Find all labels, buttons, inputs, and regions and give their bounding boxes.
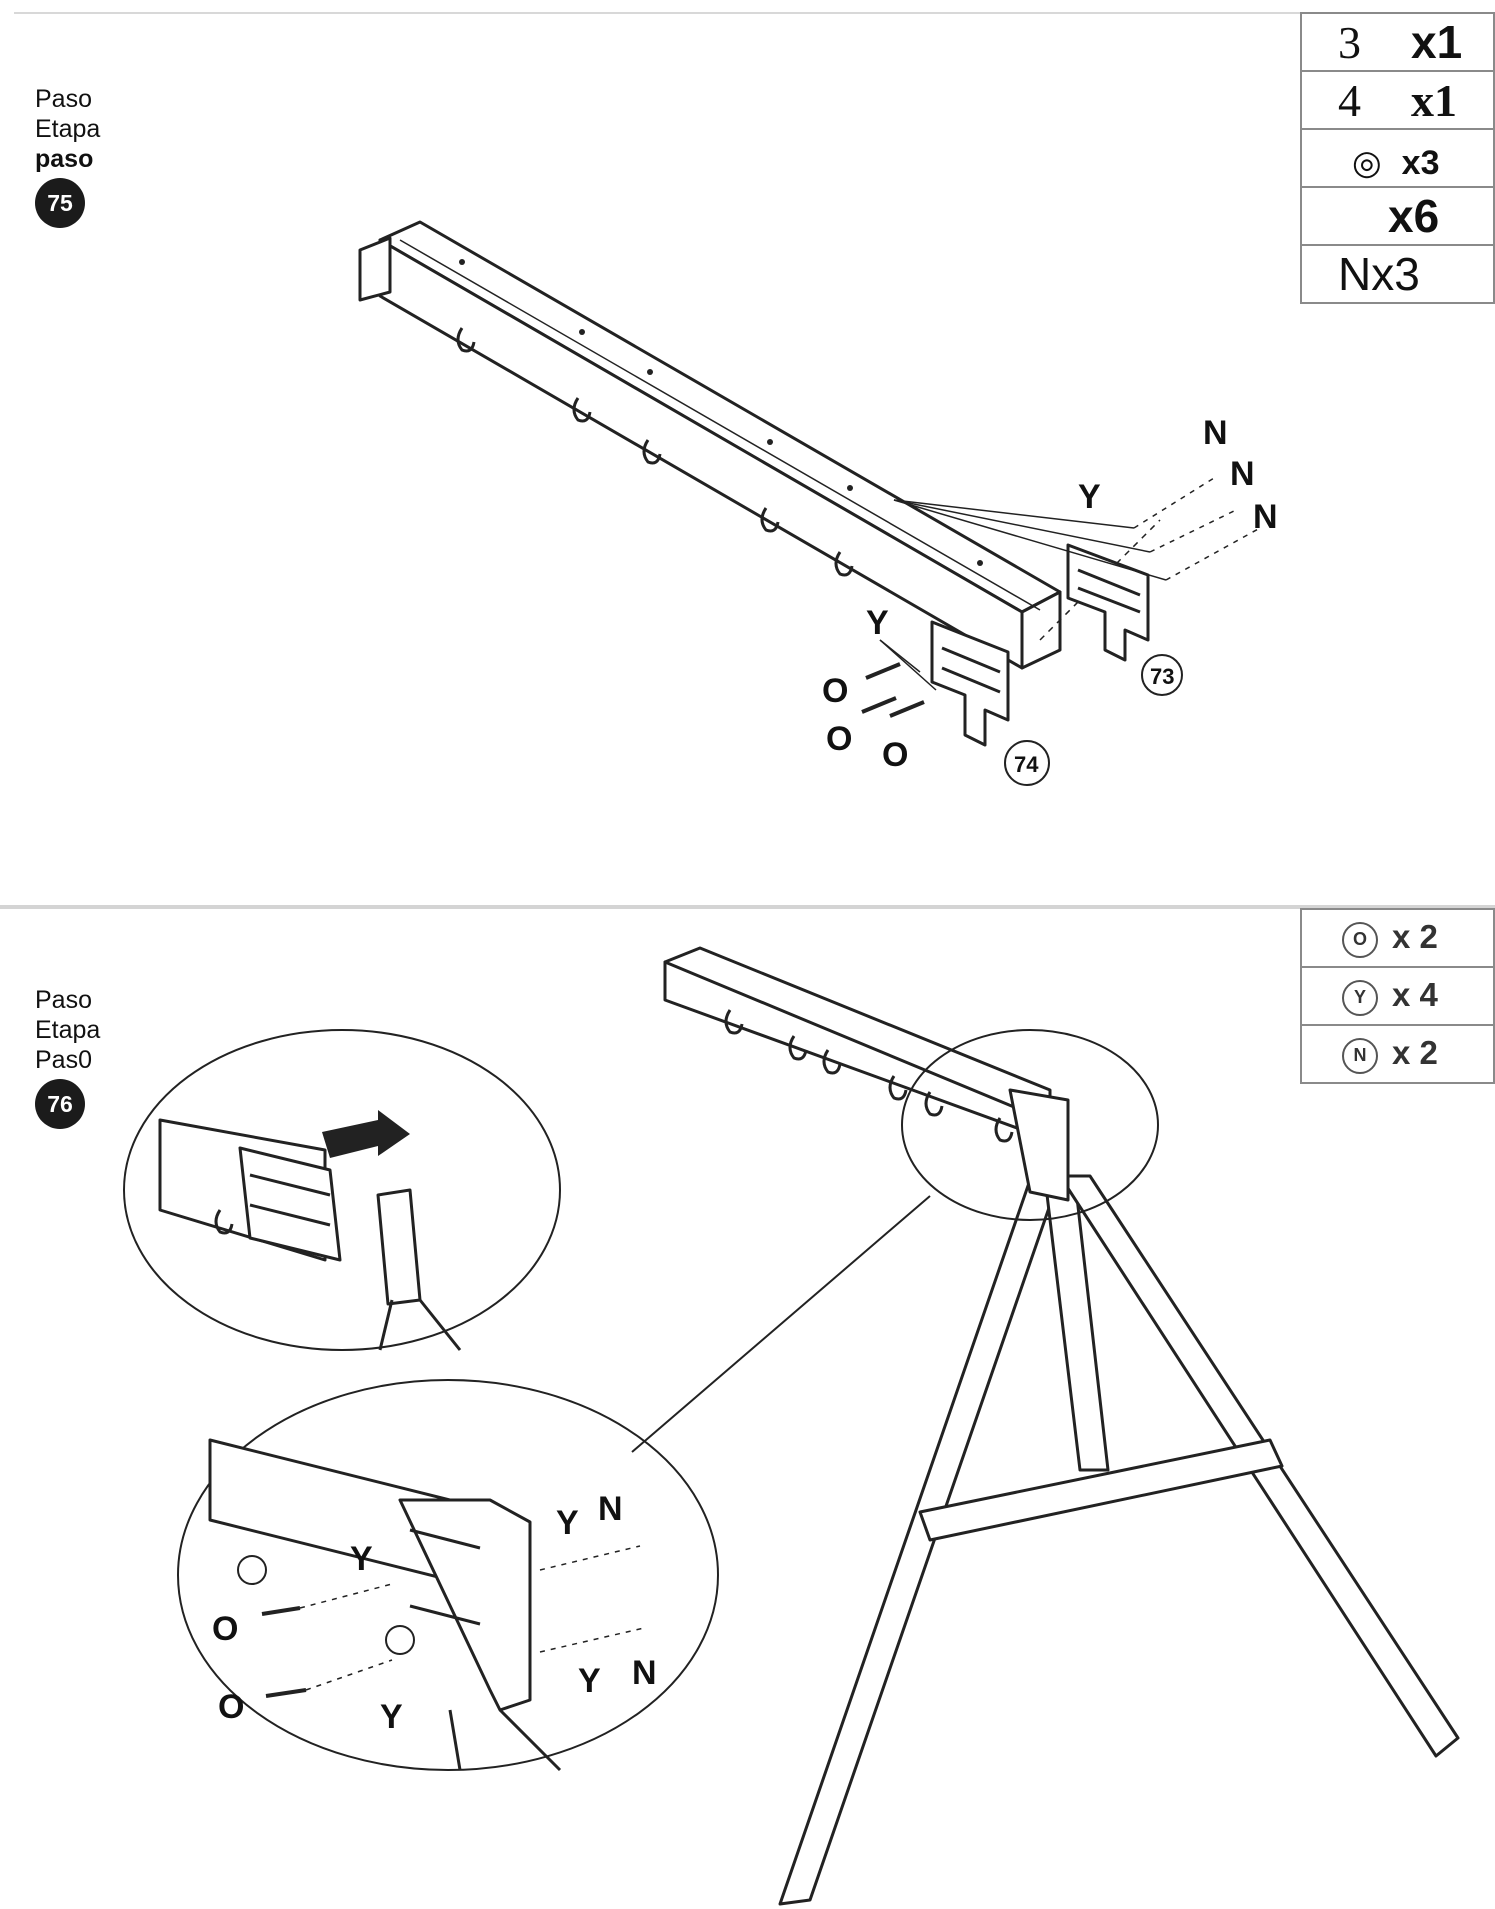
callout-y: Y — [556, 1504, 579, 1542]
step-label-line: Etapa — [35, 1016, 101, 1044]
part-number-73: 73 — [1150, 664, 1174, 689]
step-75-parts-table: 3 x1 4 x1 ◎ x3 x6 Nx3 — [1300, 12, 1495, 304]
step-75-label: Paso Etapa paso 75 — [35, 84, 100, 228]
callout-o: O — [212, 1610, 238, 1648]
callout-o: O — [218, 1688, 244, 1726]
callout-n: N — [1253, 498, 1278, 536]
part-id: 3 — [1338, 17, 1361, 68]
step-divider — [0, 905, 1495, 909]
step-number-badge: 75 — [35, 178, 85, 228]
bracket-74-drawing — [930, 620, 1050, 786]
a-frame-drawing — [631, 946, 1460, 1906]
zoom-detail-1 — [123, 1029, 561, 1351]
parts-row: x6 — [1300, 186, 1495, 246]
part-id: Nx3 — [1338, 248, 1420, 300]
callout-o: O — [822, 672, 848, 710]
part-id: 4 — [1338, 74, 1361, 126]
bolt-o-icon: O — [1342, 921, 1378, 958]
callout-y: Y — [1078, 478, 1101, 516]
callout-o: O — [826, 720, 852, 758]
part-number-74: 74 — [1014, 752, 1039, 777]
callout-y: Y — [350, 1540, 373, 1578]
top-border — [14, 12, 1484, 14]
step-number-badge: 76 — [35, 1079, 85, 1129]
part-quantity: x1 — [1411, 16, 1463, 68]
part-quantity: x 4 — [1392, 976, 1438, 1014]
fastener-lines-75 — [861, 477, 1261, 718]
part-quantity: x6 — [1388, 190, 1440, 242]
callout-y: Y — [578, 1662, 601, 1700]
callout-y: Y — [380, 1698, 403, 1736]
bracket-73-drawing — [1066, 543, 1183, 696]
parts-row: 3 x1 — [1300, 12, 1495, 72]
washer-symbol-icon: ◎ — [1352, 143, 1382, 182]
part-quantity: x 2 — [1392, 1034, 1438, 1072]
zoom-detail-2 — [177, 1379, 719, 1772]
washer-y-icon: Y — [1342, 979, 1378, 1016]
part-quantity: x1 — [1411, 74, 1457, 126]
parts-row: ◎ x3 — [1300, 128, 1495, 188]
callout-n: N — [632, 1654, 657, 1692]
step-label-line: Paso — [35, 986, 92, 1014]
top-beam-drawing — [358, 220, 1161, 670]
step-label-line: paso — [35, 145, 94, 173]
nut-n-icon: N — [1342, 1037, 1378, 1074]
step-label-line: Pas0 — [35, 1046, 92, 1074]
step-label-line: Paso — [35, 85, 92, 113]
callout-n: N — [1230, 455, 1255, 493]
parts-row: Nx3 — [1300, 244, 1495, 304]
step-label-line: Etapa — [35, 115, 101, 143]
step-76-label: Paso Etapa Pas0 76 — [35, 985, 100, 1129]
part-quantity: x3 — [1401, 143, 1440, 182]
part-quantity: x 2 — [1392, 918, 1438, 956]
callout-n: N — [1203, 414, 1228, 452]
parts-row: 4 x1 — [1300, 70, 1495, 130]
callout-y: Y — [866, 604, 889, 642]
callout-o: O — [882, 736, 908, 774]
callout-n: N — [598, 1490, 623, 1528]
